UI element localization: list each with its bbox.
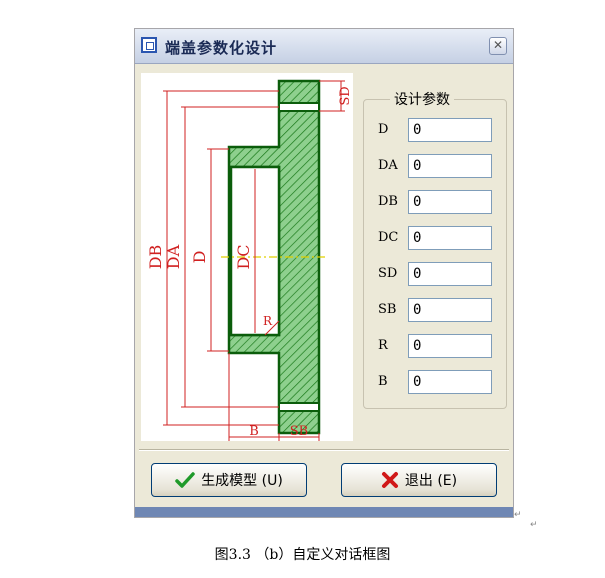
exit-label: 退出 (E) (404, 473, 458, 489)
dialog-bottom-band (135, 507, 513, 517)
dim-label-da: DA (164, 244, 183, 269)
button-separator (139, 449, 509, 451)
figure-caption: 图3.3 （b）自定义对话框图 (214, 547, 391, 563)
param-label-da: DA (378, 158, 398, 173)
param-input-dc[interactable] (408, 226, 492, 250)
param-input-r[interactable] (408, 334, 492, 358)
param-label-db: DB (378, 194, 398, 209)
param-label-b: B (378, 374, 388, 389)
generate-model-label: 生成模型 (U) (201, 473, 283, 489)
check-icon (175, 472, 195, 488)
param-label-sb: SB (378, 302, 397, 317)
bolt-hole-bottom (278, 402, 320, 412)
dim-label-b: B (249, 424, 259, 439)
x-icon (381, 472, 398, 488)
param-label-sd: SD (378, 266, 398, 281)
close-button[interactable]: ✕ (489, 37, 507, 55)
param-input-sb[interactable] (408, 298, 492, 322)
app-icon (141, 37, 157, 53)
exit-button[interactable]: 退出 (E) (341, 463, 497, 497)
dimension-lines (163, 80, 345, 441)
param-label-dc: DC (378, 230, 399, 245)
title-bar[interactable]: 端盖参数化设计 ✕ (135, 29, 513, 64)
param-label-d: D (378, 122, 389, 137)
dim-label-sb: SB (290, 424, 308, 439)
param-input-b[interactable] (408, 370, 492, 394)
bolt-hole-top (278, 102, 320, 112)
dialog-title: 端盖参数化设计 (165, 39, 278, 57)
dim-label-db: DB (146, 245, 165, 270)
generate-model-button[interactable]: 生成模型 (U) (151, 463, 307, 497)
param-input-d[interactable] (408, 118, 492, 142)
param-input-db[interactable] (408, 190, 492, 214)
param-input-sd[interactable] (408, 262, 492, 286)
dialog-window: 端盖参数化设计 ✕ (134, 28, 514, 518)
dim-label-sd: SD (338, 86, 353, 105)
param-input-da[interactable] (408, 154, 492, 178)
dim-label-r: R (263, 314, 273, 328)
param-label-r: R (378, 338, 388, 353)
dim-label-dc: DC (234, 244, 253, 269)
return-mark: ↵ (514, 510, 522, 520)
dim-label-d: D (190, 251, 209, 264)
design-params-group: 设计参数 D DA DB DC SD SB R B (363, 89, 507, 409)
end-cap-drawing-svg: DB DA D DC SD R B SB (146, 79, 353, 441)
design-params-legend: 设计参数 (390, 89, 454, 109)
return-mark: ↵ (530, 520, 538, 530)
end-cap-drawing: DB DA D DC SD R B SB (141, 73, 353, 441)
